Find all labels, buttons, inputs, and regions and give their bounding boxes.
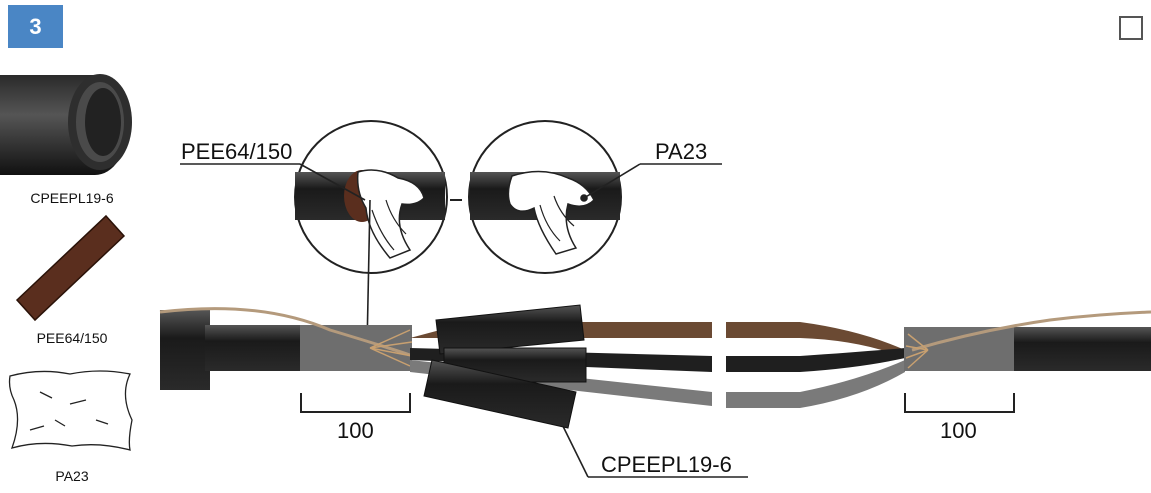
callout-leader-cloth [580, 163, 722, 202]
tape-part-icon [15, 214, 126, 322]
callout-label-tube: CPEEPL19-6 [601, 452, 732, 477]
step-number-badge: 3 [8, 5, 63, 48]
part-label-cloth: PA23 [55, 468, 89, 484]
detail-circle-tape [294, 120, 448, 274]
callout-label-tape: PEE64/150 [181, 139, 293, 164]
part-label-tube: CPEEPL19-6 [30, 190, 114, 206]
dimension-label-left: 100 [337, 418, 374, 443]
detail-circle-cloth [468, 120, 622, 274]
dimension-label-right: 100 [940, 418, 977, 443]
dimension-bracket-left [300, 393, 411, 413]
right-cable [904, 310, 1151, 371]
callout-label-cloth: PA23 [655, 139, 708, 164]
step-checkbox[interactable] [1119, 16, 1143, 40]
shrink-tube-1 [435, 304, 585, 355]
part-label-tape: PEE64/150 [36, 330, 108, 346]
cloth-part-icon [8, 370, 133, 451]
left-cable [159, 307, 413, 390]
conductors-right [726, 322, 905, 408]
tube-part-icon [0, 74, 132, 175]
shrink-tube-3 [423, 359, 577, 429]
dimension-bracket-right [904, 393, 1015, 413]
